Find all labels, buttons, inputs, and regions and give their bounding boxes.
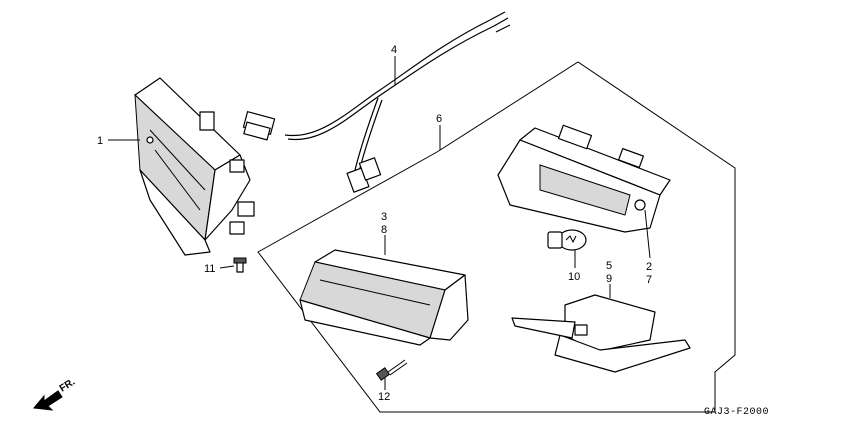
- callout-11: 11: [204, 263, 215, 275]
- part-1-housing: [134, 77, 255, 256]
- leader-11: [219, 265, 235, 269]
- part-10-bulb: [547, 229, 587, 251]
- callout-7: 7: [646, 274, 652, 286]
- diagram-code: GAJ3-F2000: [704, 407, 769, 418]
- part-5-license-light: [511, 294, 691, 373]
- leader-2-7: [644, 209, 651, 259]
- callout-10: 10: [568, 271, 580, 283]
- callout-1: 1: [97, 135, 103, 147]
- callout-12: 12: [378, 391, 390, 403]
- front-direction-arrow: FR.: [33, 377, 78, 411]
- callout-3: 3: [381, 211, 387, 223]
- assembly-boundary-6: [257, 61, 736, 413]
- part-11-screw: [233, 257, 247, 273]
- part-12-screw: [375, 359, 408, 381]
- part-4-wire-harness: [242, 11, 511, 193]
- callout-9: 9: [606, 273, 612, 285]
- callout-5: 5: [606, 260, 612, 272]
- callout-2: 2: [646, 261, 652, 273]
- callout-4: 4: [391, 44, 397, 56]
- front-direction-label: FR.: [58, 377, 78, 395]
- callout-8: 8: [381, 224, 387, 236]
- part-2-lamp-holder: [497, 124, 671, 233]
- part-3-lens: [299, 249, 469, 346]
- callout-6: 6: [436, 113, 442, 125]
